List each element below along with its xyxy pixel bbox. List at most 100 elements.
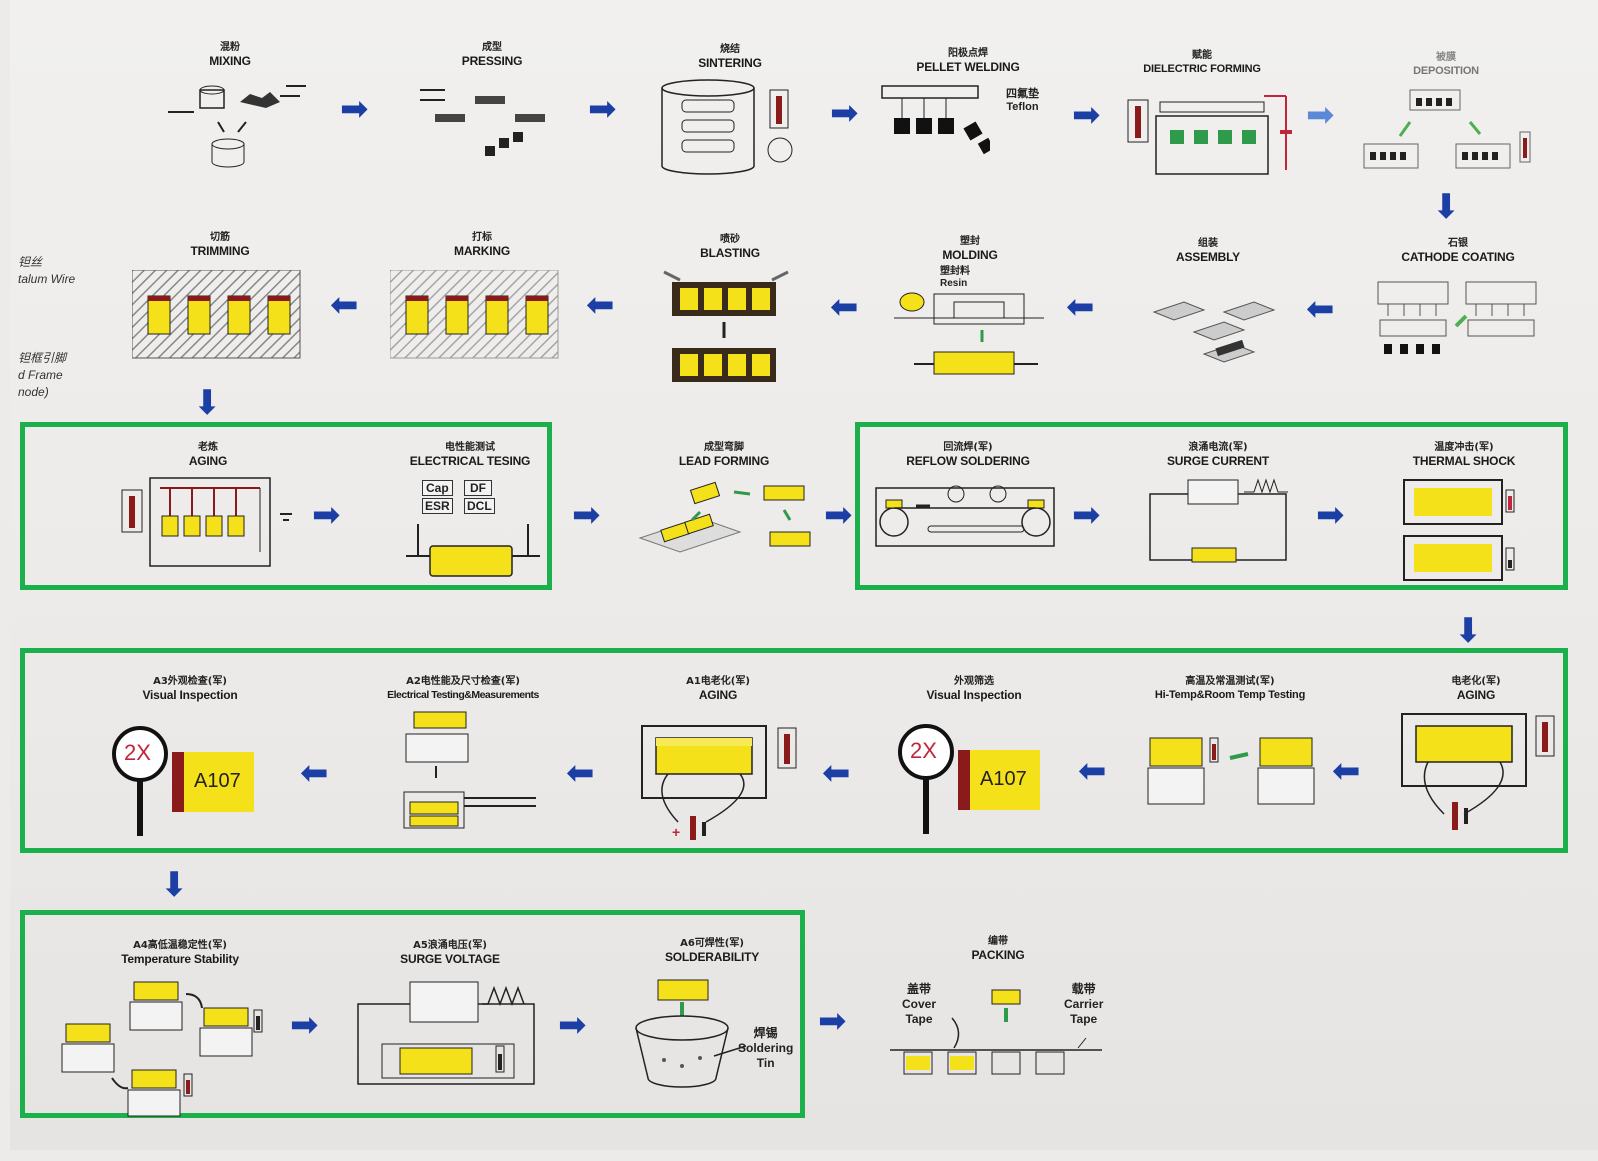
step-visual-screening: 外观筛选 Visual Inspection	[894, 676, 1054, 702]
arrow-right-icon: ➡	[824, 495, 853, 535]
step-en: Visual Inspection	[142, 688, 238, 702]
soldering-tin-label: 焊锡 Soldering Tin	[738, 1026, 793, 1071]
step-cn: 回流焊(军)	[943, 442, 993, 453]
step-a3-visual-inspection: A3外观检查(军) Visual Inspection	[110, 676, 270, 702]
step-cn: 阳极点焊	[948, 48, 988, 59]
step-packing: 编带 PACKING	[918, 936, 1078, 962]
arrow-right-icon: ➡	[588, 89, 617, 129]
step-en: CATHODE COATING	[1401, 250, 1515, 264]
cap-label: Cap	[422, 480, 453, 496]
aging-oven-icon	[121, 477, 292, 567]
arrow-left-icon: ⬅	[300, 753, 329, 793]
arrow-right-icon: ➡	[818, 1001, 847, 1041]
step-sintering: 烧结 SINTERING	[650, 44, 810, 70]
step-cn: A4高低温稳定性(军)	[133, 940, 227, 951]
step-en: Electrical Testing&Measurements	[387, 689, 539, 701]
carrier-en-1: Carrier	[1064, 997, 1104, 1011]
step-en: BLASTING	[700, 246, 760, 260]
step-en: Hi-Temp&Room Temp Testing	[1154, 689, 1306, 701]
teflon-cn: 四氟垫	[1006, 88, 1039, 100]
arrow-down-icon: ⬇	[160, 865, 189, 905]
step-en: REFLOW SOLDERING	[906, 454, 1030, 468]
step-cn: 组装	[1198, 238, 1218, 249]
step-en: ASSEMBLY	[1176, 250, 1240, 264]
step-cn: 打标	[472, 232, 492, 243]
surge-voltage-circuit-icon	[357, 981, 535, 1085]
dielectric-forming-tank-icon	[1127, 95, 1292, 175]
carrier-en-2: Tape	[1070, 1012, 1098, 1026]
cover-en-1: Cover	[902, 997, 937, 1011]
step-cn: 高温及常温测试(军)	[1185, 676, 1275, 687]
step-cn: 成型	[482, 42, 502, 53]
step-en: MOLDING	[942, 248, 998, 262]
arrow-left-icon: ⬅	[1078, 751, 1107, 791]
side-label-frame: 钽框引脚 d Frame node)	[18, 350, 66, 401]
arrow-right-icon: ➡	[830, 93, 859, 133]
teflon-label: 四氟垫 Teflon	[1006, 88, 1039, 114]
arrow-down-icon: ⬇	[1454, 611, 1483, 651]
arrow-right-icon: ➡	[1072, 95, 1101, 135]
cover-cn: 盖带	[907, 982, 932, 996]
step-reflow-soldering: 回流焊(军) REFLOW SOLDERING	[888, 442, 1048, 468]
step-mixing: 混粉 MIXING	[150, 42, 310, 68]
arrow-left-icon: ⬅	[1306, 289, 1335, 329]
magnifier-zoom-label: 2X	[124, 740, 151, 765]
molding-illustration	[894, 292, 1044, 375]
arrow-down-icon: ⬇	[1432, 187, 1461, 227]
arrow-right-icon: ➡	[558, 1005, 587, 1045]
step-en: AGING	[188, 454, 228, 468]
step-aging: 老炼 AGING	[128, 442, 288, 468]
step-en: LEAD FORMING	[678, 454, 770, 468]
cover-en-2: Tape	[905, 1012, 933, 1026]
step-cn: 电性能测试	[445, 442, 495, 453]
a1-aging-oven-icon	[641, 725, 797, 840]
step-cn: 石银	[1448, 238, 1468, 249]
tape-and-reel-icon	[890, 989, 1102, 1075]
arrow-right-icon: ➡	[290, 1005, 319, 1045]
cathode-coating-illustration	[1377, 281, 1537, 354]
esr-label: ESR	[422, 498, 453, 514]
step-assembly: 组装 ASSEMBLY	[1128, 238, 1288, 264]
plus-sign: +	[672, 824, 681, 840]
step-cn: A1电老化(军)	[686, 676, 750, 687]
step-cn: 编带	[988, 936, 1008, 947]
step-en: SURGE VOLTAGE	[400, 952, 500, 966]
step-cn: 电老化(军)	[1451, 676, 1501, 687]
step-en: Visual Inspection	[926, 688, 1022, 702]
step-en: SOLDERABILITY	[664, 950, 760, 964]
step-marking: 打标 MARKING	[402, 232, 562, 258]
step-a4-temperature-stability: A4高低温稳定性(军) Temperature Stability	[100, 940, 260, 966]
arrow-right-icon: ➡	[1072, 495, 1101, 535]
arrow-left-icon: ⬅	[566, 753, 595, 793]
marking-strip-icon	[390, 270, 559, 359]
step-a6-solderability: A6可焊性(军) SOLDERABILITY	[632, 938, 792, 964]
step-dielectric-forming: 赋能 DIELECTRIC FORMING	[1122, 50, 1282, 76]
magnifier-zoom-label: 2X	[910, 738, 937, 763]
resin-label: 塑封料 Resin	[940, 266, 970, 290]
arrow-right-icon: ➡	[312, 495, 341, 535]
step-cn: 成型弯脚	[704, 442, 744, 453]
magnifier-icon	[898, 724, 954, 834]
step-en: DEPOSITION	[1413, 65, 1479, 77]
step-electrical-testing: 电性能测试 ELECTRICAL TESING	[390, 442, 550, 468]
reflow-oven-icon	[875, 485, 1055, 547]
step-cn: 混粉	[220, 42, 240, 53]
frame-screening	[20, 648, 1568, 853]
step-en: DIELECTRIC FORMING	[1143, 63, 1261, 75]
carrier-tape-label: 载带 Carrier Tape	[1064, 982, 1103, 1027]
step-cn: 喷砂	[720, 234, 740, 245]
side-label-wire: 钽丝 talum Wire	[18, 254, 75, 288]
frame-military-reliability	[855, 422, 1568, 590]
arrow-left-icon: ⬅	[1332, 751, 1361, 791]
step-cathode-coating: 石银 CATHODE COATING	[1378, 238, 1538, 264]
step-en: Temperature Stability	[121, 952, 239, 966]
solder-en-1: Soldering	[738, 1041, 794, 1055]
step-a2-electrical-testing: A2电性能及尺寸检查(军) Electrical Testing&Measure…	[368, 676, 558, 702]
frame-aging-electrical	[20, 422, 552, 590]
arrow-right-icon: ➡	[572, 495, 601, 535]
inspected-capacitor: A107	[958, 750, 1040, 810]
step-cn: 切筋	[210, 232, 230, 243]
arrow-down-icon: ⬇	[193, 383, 222, 423]
trimming-strip-icon	[132, 270, 301, 359]
part-code-label: A107	[194, 770, 241, 792]
